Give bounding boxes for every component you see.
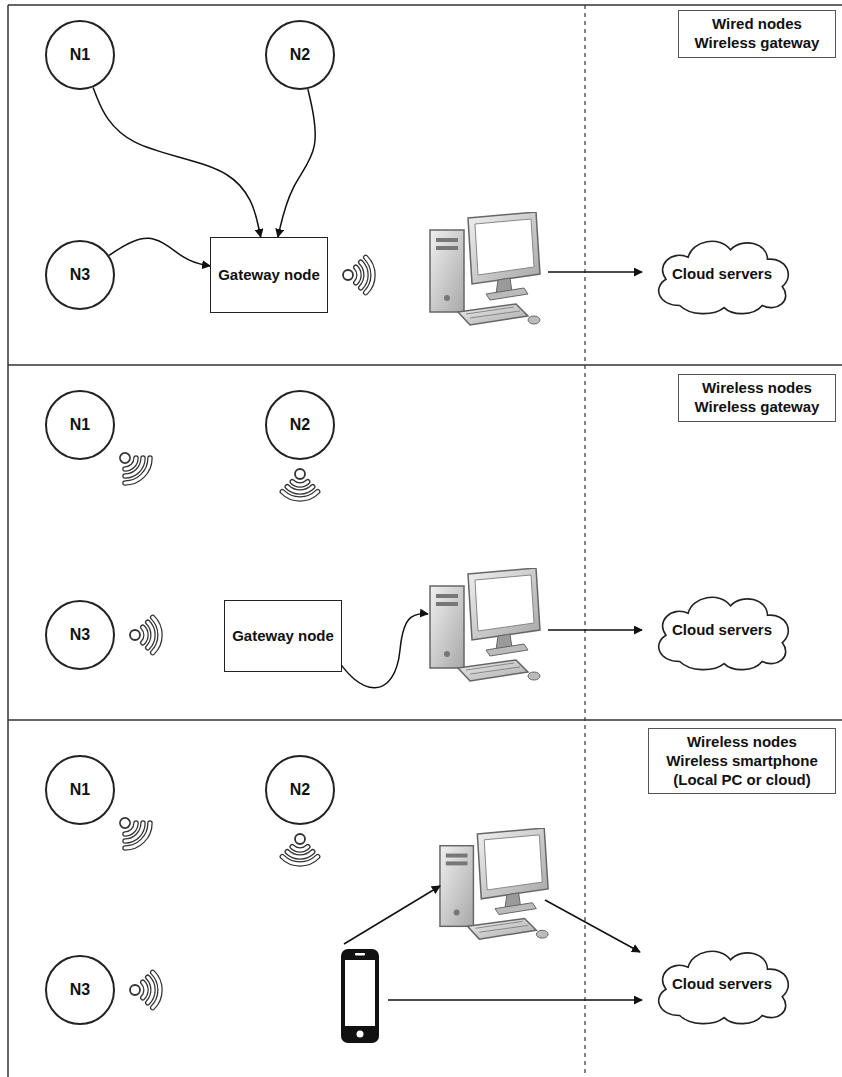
panel-label: Wireless nodes Wireless smartphone (Loca… — [648, 728, 836, 794]
sensor-node: N3 — [45, 955, 115, 1025]
node-label: N1 — [70, 45, 90, 65]
node-label: N2 — [290, 415, 310, 435]
sensor-node: N1 — [45, 390, 115, 460]
node-label: N3 — [70, 980, 90, 1000]
cloud-shape: Cloud servers — [648, 942, 796, 1026]
panel-label-text: Wireless nodes Wireless gateway — [687, 379, 827, 417]
sensor-node: N3 — [45, 600, 115, 670]
panel-label-text: Wireless nodes Wireless smartphone (Loca… — [657, 733, 827, 789]
sensor-node: N2 — [265, 755, 335, 825]
wireless-icon — [109, 442, 155, 488]
smartphone-icon — [341, 949, 379, 1043]
wireless-icon — [343, 257, 373, 292]
wireless-icons — [109, 257, 373, 1007]
connector-arrow — [278, 89, 315, 237]
node-label: Gateway node — [232, 627, 334, 646]
sensor-node: N3 — [45, 240, 115, 310]
node-label: N3 — [70, 625, 90, 645]
data-arrows — [333, 272, 642, 1000]
node-label: N2 — [290, 45, 310, 65]
cloud-shape: Cloud servers — [648, 232, 796, 316]
cloud-shape: Cloud servers — [648, 588, 796, 672]
gateway-box: Gateway node — [210, 237, 328, 313]
wireless-icon — [282, 469, 317, 499]
wireless-icon — [130, 617, 160, 652]
node-label: Gateway node — [218, 266, 320, 285]
connector-arrow — [93, 87, 261, 237]
sensor-node: N2 — [265, 20, 335, 90]
node-label: Cloud servers — [672, 265, 772, 284]
panel-frame — [8, 5, 842, 1077]
node-label: N3 — [70, 265, 90, 285]
pc-icon — [430, 568, 540, 681]
panel-label-text: Wired nodes Wireless gateway — [687, 15, 827, 53]
sensor-node: N2 — [265, 390, 335, 460]
pc-icon — [440, 828, 548, 939]
node-label: N2 — [290, 780, 310, 800]
node-label: Cloud servers — [672, 621, 772, 640]
panel-label: Wired nodes Wireless gateway — [678, 10, 836, 58]
gateway-box: Gateway node — [224, 600, 342, 672]
wireless-icon — [109, 807, 155, 853]
pc-icon — [430, 212, 540, 325]
node-label: N1 — [70, 780, 90, 800]
wireless-icon — [130, 972, 160, 1007]
sensor-node: N1 — [45, 755, 115, 825]
panel-label: Wireless nodes Wireless gateway — [678, 374, 836, 422]
node-label: N1 — [70, 415, 90, 435]
sensor-node: N1 — [45, 20, 115, 90]
wireless-icon — [282, 834, 317, 864]
dashed-divider — [584, 5, 585, 1077]
connector-arrow — [109, 238, 210, 266]
node-label: Cloud servers — [672, 975, 772, 994]
